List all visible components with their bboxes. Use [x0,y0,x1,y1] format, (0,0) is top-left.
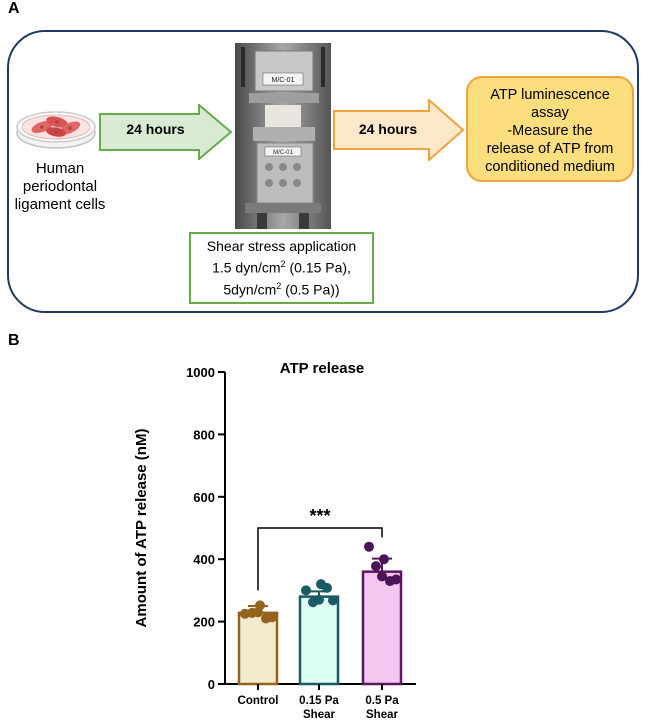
data-point [379,554,389,565]
y-tick-label: 400 [193,552,215,567]
cells-label-line: Human [35,160,85,177]
atp-line: assay [531,105,569,121]
atp-assay-box: ATP luminescence assay -Measure the rele… [466,76,634,182]
atp-line: conditioned medium [485,159,615,175]
shear-device-photo: M/C-01 M/C-01 [235,43,331,229]
y-tick-label: 200 [193,615,215,630]
bar [361,570,403,686]
arrow-label: 24 hours [358,121,418,137]
cells-label: Human periodontal ligament cells [10,160,110,214]
data-point [301,585,311,596]
y-axis-label: Amount of ATP release (nM) [133,429,150,628]
data-point [253,607,263,618]
data-point [377,571,387,582]
significance-bracket [257,527,383,591]
data-point [391,574,401,585]
atp-line: ATP luminescence [490,87,610,103]
x-tick-label: Control [238,695,279,707]
bar [298,595,340,686]
workflow-frame [7,30,639,313]
device-tag-bottom: M/C-01 [273,150,293,156]
device-tag-top: M/C-01 [272,77,295,84]
data-point [328,595,338,606]
data-point [314,594,324,605]
y-tick-label: 800 [193,427,215,442]
shear-stress-box: Shear stress application 1.5 dyn/cm2 (0.… [189,232,374,304]
data-point [267,612,277,623]
shear-line: Shear stress application [206,238,357,254]
cells-label-line: ligament cells [14,196,106,213]
y-tick-label: 1000 [186,365,215,380]
panel-a-letter: A [8,0,20,17]
atp-line: release of ATP from [486,141,614,157]
shear-line: 5dyn/cm2 (0.5 Pa)) [223,280,340,298]
y-tick-label: 0 [208,677,215,692]
atp-line: -Measure the [507,123,593,139]
significance-label: *** [309,506,330,526]
arrow-right-icon [333,97,465,163]
x-tick-label: Shear [366,709,398,721]
x-tick-label: 0.5 Pa [365,695,399,707]
x-tick-label: Shear [303,709,335,721]
chart-title: ATP release [280,360,365,377]
data-point [322,582,332,593]
panel-b-letter: B [8,332,20,349]
arrow-right-icon [99,102,233,162]
x-tick-label: 0.15 Pa [299,695,339,707]
arrow-label: 24 hours [126,121,185,137]
petri-dish-icon [16,111,96,149]
y-tick-label: 600 [193,490,215,505]
arrow-24h-second: 24 hours [333,97,465,163]
shear-line: 1.5 dyn/cm2 (0.15 Pa), [212,259,351,276]
data-point [364,541,374,552]
bar [237,611,279,686]
data-point [371,561,381,572]
arrow-24h-first: 24 hours [99,102,233,162]
cells-label-line: periodontal [22,178,98,195]
